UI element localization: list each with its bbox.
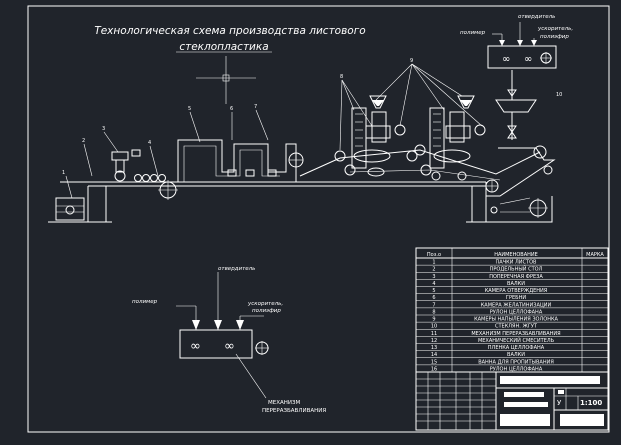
- table-cell-name: КАМЕРА ОТВЕРЖДЕНИЯ: [485, 288, 548, 294]
- table-cell-name: КАМЕРА ЖЕЛАТИНИЗАЦИИ: [481, 302, 552, 308]
- table-cell-pos: 11: [431, 331, 437, 337]
- detail-label-accelerator-2: полиэфир: [252, 308, 281, 314]
- label-accelerator-2: полиэфир: [540, 34, 569, 40]
- table-cell-pos: 16: [431, 366, 437, 372]
- leader-number: 1: [62, 170, 65, 176]
- table-cell-pos: 8: [432, 309, 435, 315]
- table-cell-name: ГРЕБНИ: [506, 295, 526, 301]
- table-cell-pos: 2: [432, 267, 435, 273]
- table-cell-pos: 13: [431, 345, 437, 351]
- table-cell-name: МЕХАНИЧЕСКИЙ СМЕСИТЕЛЬ: [478, 337, 555, 344]
- production-line: ∞ ∞: [48, 22, 557, 223]
- leader-number: 5: [188, 106, 191, 112]
- table-cell-name: ПАЧКИ ЛИСТОВ: [496, 260, 537, 266]
- table-cell-name: МЕХАНИЗМ ПЕРЕРАЗБАВЛИВАНИЯ: [471, 331, 560, 337]
- mixer-infinity-2: ∞: [524, 54, 532, 65]
- table-cell-pos: 5: [432, 288, 435, 294]
- table-header-pos: Поз.о: [427, 252, 441, 258]
- crosshair-icon: [196, 56, 256, 104]
- table-cell-name: ВАЛКИ: [507, 281, 525, 287]
- table-cell-name: ПЛЕНКА ЦЕЛЛОФАНА: [488, 345, 545, 351]
- leader-number: 10: [556, 92, 562, 98]
- label-accelerator: ускоритель,: [537, 26, 573, 32]
- table-cell-pos: 3: [432, 274, 435, 280]
- sheet-frame: [27, 5, 610, 433]
- detail-mixer: ∞ ∞: [176, 272, 269, 399]
- detail-label-accelerator: ускоритель,: [247, 301, 283, 307]
- mixer-infinity-1: ∞: [502, 54, 510, 65]
- table-cell-name: ВАЛКИ: [507, 352, 525, 358]
- table-cell-pos: 7: [432, 302, 435, 308]
- table-header-name: НАИМЕНОВАНИЕ: [494, 252, 538, 258]
- label-hardener: отвердитель: [518, 14, 555, 20]
- leader-number: 2: [82, 138, 85, 144]
- detail-label-hardener: отвердитель: [218, 266, 255, 272]
- table-cell-pos: 12: [431, 338, 437, 344]
- leader-number: 3: [102, 126, 105, 132]
- table-cell-pos: 15: [431, 359, 437, 365]
- table-cell-pos: 9: [432, 317, 435, 323]
- table-cell-pos: 6: [432, 295, 435, 301]
- detail-label-polymer: полимер: [132, 299, 158, 305]
- leader-number: 9: [410, 58, 413, 64]
- table-cell-pos: 1: [432, 260, 435, 266]
- table-cell-name: КАМЕРЫ НАПЫЛЕНИЯ ЗОЛОНКА: [474, 317, 558, 323]
- label-polymer: полимер: [460, 30, 486, 36]
- table-cell-name: РУЛОН ЦЕЛЛОФАНА: [490, 366, 543, 372]
- leader-numbers: 1 2 3 4 5 6 7 8 9 10: [62, 58, 562, 176]
- leader-number: 6: [230, 106, 233, 112]
- leader-number: 4: [148, 140, 151, 146]
- table-cell-name: РУЛОН ЦЕЛЛОФАНА: [490, 309, 543, 315]
- title-line2: стеклопластика: [179, 41, 268, 53]
- table-cell-pos: 4: [432, 281, 435, 287]
- table-cell-pos: 14: [431, 352, 437, 358]
- title-block-letter: У: [557, 399, 562, 407]
- table-header-mark: МАРКА: [586, 252, 604, 258]
- title-block: [415, 371, 609, 431]
- table-cell-pos: 10: [431, 324, 437, 330]
- detail-infinity-2: ∞: [224, 339, 235, 354]
- table-rows: 1 ПАЧКИ ЛИСТОВ 2 ПРОДЕЛЬНЫЙ СТОЛ 3 ПОПЕРЕЧНАЯ…: [431, 260, 561, 373]
- table-cell-name: СТЕКЛЯН. ЖГУТ: [495, 324, 538, 330]
- detail-mechanism-line2: ПЕРЕРАЗБАВЛИВАНИЯ: [262, 408, 326, 414]
- table-cell-name: ПОПЕРЕЧНАЯ ФРЕЗА: [489, 274, 543, 280]
- detail-infinity-1: ∞: [190, 339, 201, 354]
- table-cell-name: ВАННА ДЛЯ ПРОПИТЫВАНИЯ: [478, 359, 554, 365]
- title-block-scale: 1:100: [580, 399, 602, 407]
- leader-number: 8: [340, 74, 343, 80]
- detail-mechanism-line1: МЕХАНИЗМ: [268, 400, 301, 406]
- leader-number: 7: [254, 104, 257, 110]
- title-line1: Технологическая схема производства листо…: [94, 25, 365, 37]
- table-cell-name: ПРОДЕЛЬНЫЙ СТОЛ: [490, 266, 543, 273]
